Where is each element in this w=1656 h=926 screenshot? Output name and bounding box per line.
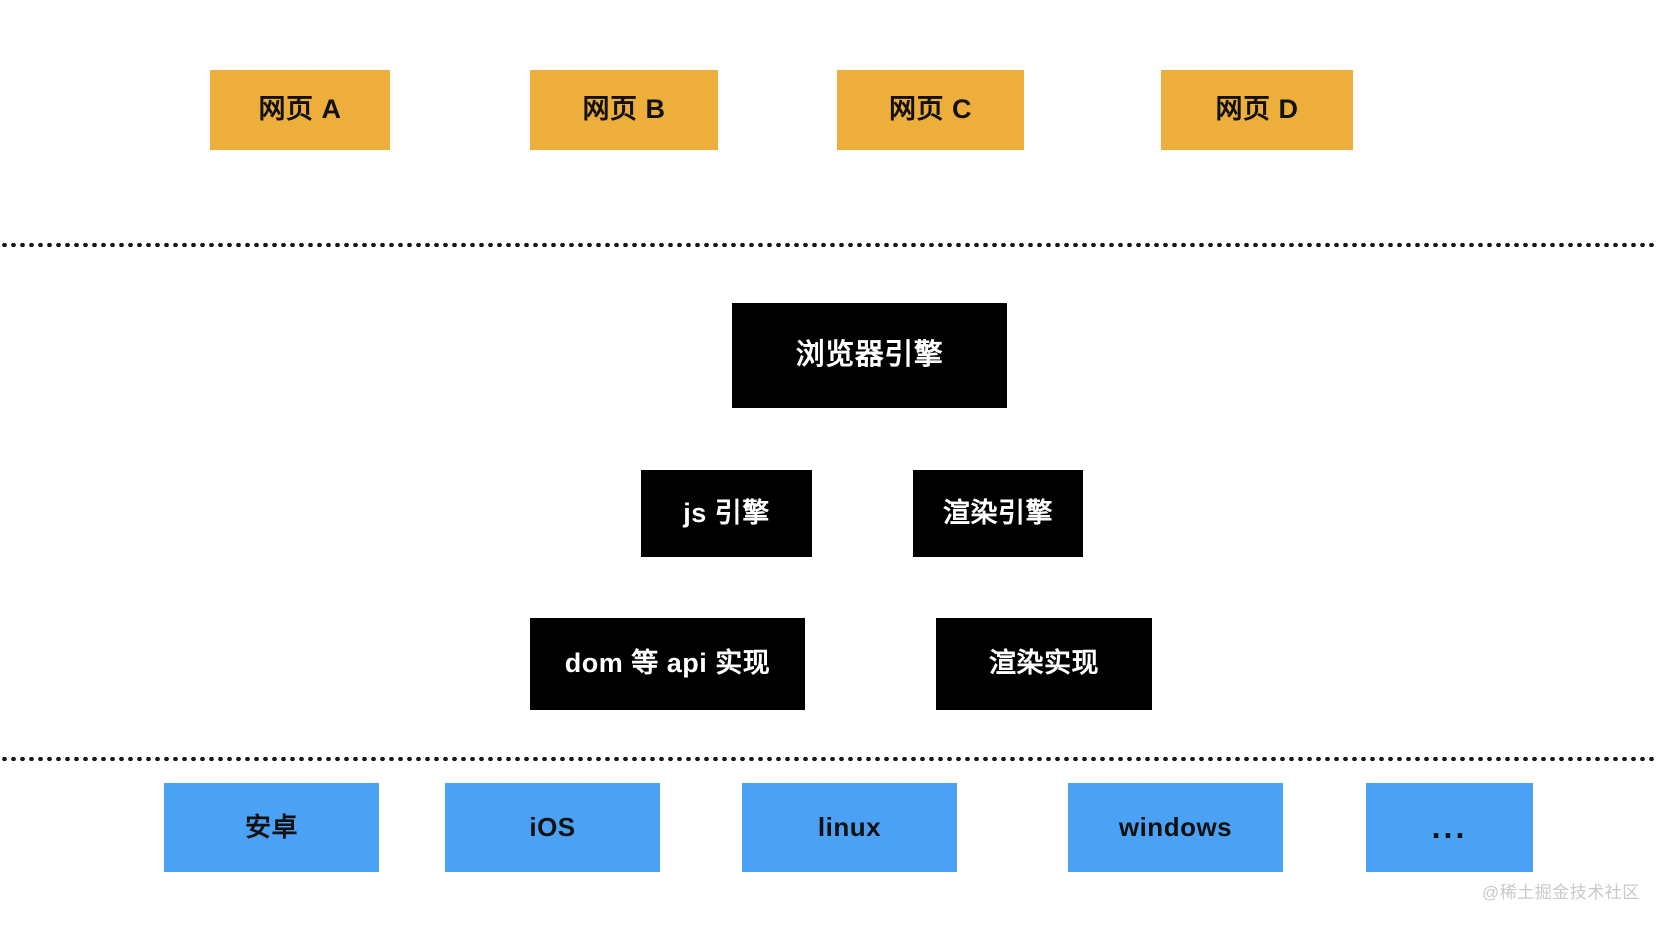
node-os-linux: linux <box>742 783 957 872</box>
node-web-page-c: 网页 C <box>837 70 1024 150</box>
node-label: 渲染实现 <box>989 648 1099 679</box>
node-os-ios: iOS <box>445 783 660 872</box>
node-label: 浏览器引擎 <box>795 338 944 371</box>
node-os-more: ... <box>1366 783 1533 872</box>
node-label: 网页 C <box>889 94 972 125</box>
node-label: windows <box>1118 812 1233 843</box>
node-os-windows: windows <box>1068 783 1283 872</box>
node-web-page-d: 网页 D <box>1161 70 1353 150</box>
separator-bottom <box>0 757 1656 761</box>
node-label: dom 等 api 实现 <box>564 648 771 679</box>
node-label: iOS <box>529 812 576 843</box>
node-js-engine: js 引擎 <box>641 470 812 557</box>
node-label: 安卓 <box>244 812 298 843</box>
node-dom-api-implementation: dom 等 api 实现 <box>530 618 805 710</box>
node-label: 渲染引擎 <box>943 497 1053 528</box>
node-label: 网页 B <box>582 94 666 125</box>
node-web-page-b: 网页 B <box>530 70 718 150</box>
node-render-engine: 渲染引擎 <box>913 470 1083 557</box>
node-render-implementation: 渲染实现 <box>936 618 1152 710</box>
node-label: ... <box>1431 808 1468 845</box>
node-label: js 引擎 <box>683 497 770 528</box>
node-label: 网页 D <box>1215 94 1299 125</box>
node-web-page-a: 网页 A <box>210 70 390 150</box>
watermark: @稀土掘金技术社区 <box>1482 883 1640 902</box>
separator-top <box>0 243 1656 247</box>
node-browser-engine: 浏览器引擎 <box>732 303 1007 408</box>
node-label: linux <box>817 812 882 843</box>
node-os-android: 安卓 <box>164 783 379 872</box>
node-label: 网页 A <box>258 94 342 125</box>
